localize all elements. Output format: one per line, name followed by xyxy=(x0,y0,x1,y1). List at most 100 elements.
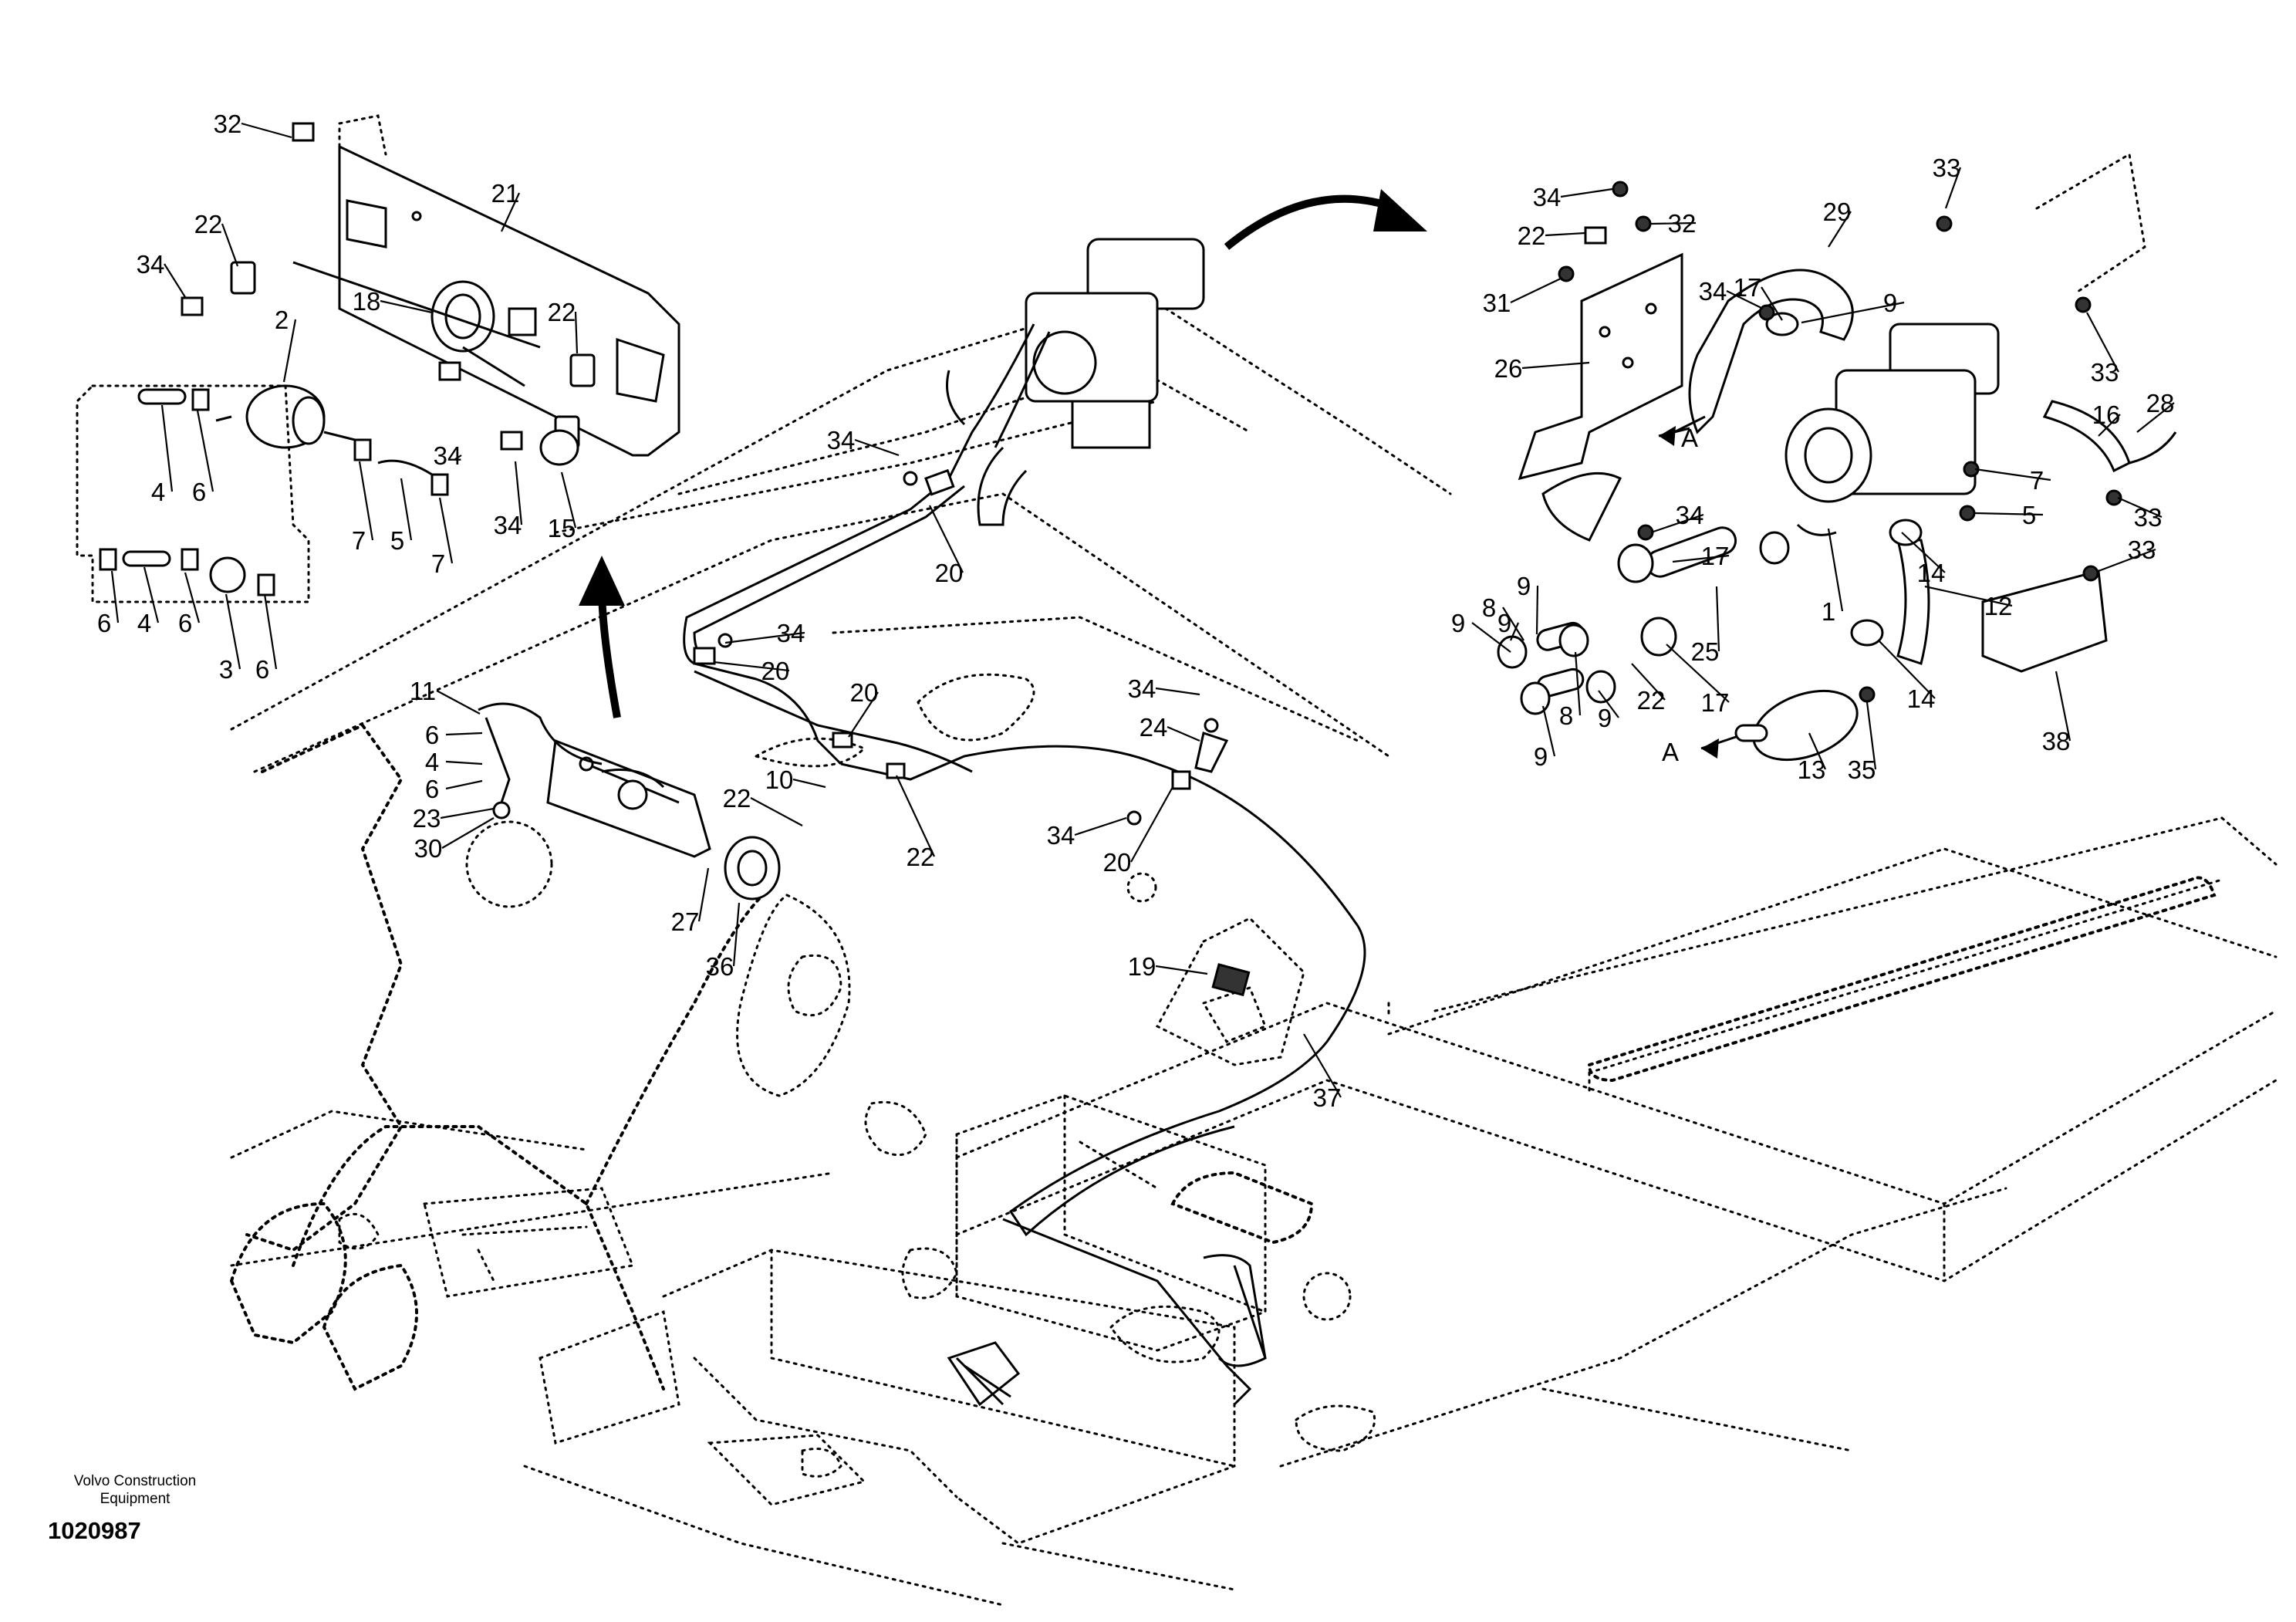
callout-number: 12 xyxy=(1984,592,2013,620)
control-panel-exploded xyxy=(76,114,680,603)
callout-leader-line xyxy=(896,775,935,857)
callout-leader-line xyxy=(732,902,741,967)
callout-leader-line xyxy=(1560,188,1613,198)
callout-leader-line xyxy=(1944,167,1962,209)
callout-number: 22 xyxy=(723,784,751,813)
callout-number: 33 xyxy=(2091,358,2119,387)
callout-number: 24 xyxy=(1140,713,1168,742)
callout-leader-line xyxy=(1666,644,1730,703)
callout-number: 20 xyxy=(761,657,790,685)
callout-leader-line xyxy=(282,319,297,383)
callout-number: 27 xyxy=(671,907,700,936)
callout-number: 34 xyxy=(1128,674,1156,703)
callout-number: 2 xyxy=(275,306,289,334)
callout-number: 6 xyxy=(178,609,192,637)
brand-line-1: Volvo Construction xyxy=(73,1473,197,1489)
callout-leader-line xyxy=(1471,622,1511,653)
callout-number: 11 xyxy=(410,677,436,705)
callout-number: 33 xyxy=(2134,503,2163,532)
callout-number: 8 xyxy=(1559,701,1573,730)
callout-number: 15 xyxy=(548,514,576,542)
callout-number: 14 xyxy=(1907,684,1936,713)
callout-number: 38 xyxy=(2042,727,2071,755)
callout-number: 9 xyxy=(1497,609,1511,637)
callout-number: 34 xyxy=(1047,821,1075,850)
callout-leader-line xyxy=(1631,663,1666,701)
callout-number: 6 xyxy=(255,655,269,684)
callout-leader-line xyxy=(1509,622,1520,641)
machine-frame xyxy=(229,292,2277,1607)
callout-leader-line xyxy=(2117,496,2163,519)
curved-arrow-up xyxy=(579,556,625,718)
callout-leader-line xyxy=(454,454,462,460)
heater-exploded xyxy=(1497,152,2177,762)
callout-leader-line xyxy=(713,661,790,672)
callout-number: 19 xyxy=(1128,952,1156,981)
callout-leader-line xyxy=(1303,1033,1342,1098)
callout-number: 9 xyxy=(1517,572,1531,600)
callout-leader-line xyxy=(2098,414,2121,437)
callout-number: 6 xyxy=(425,775,439,803)
callout-number: 9 xyxy=(1598,704,1612,732)
callout-leader-line xyxy=(1167,725,1200,742)
curved-arrow-right xyxy=(1224,189,1427,250)
callout-number: A xyxy=(1681,424,1698,452)
callout-number: 4 xyxy=(425,748,439,776)
callout-leader-line xyxy=(1541,705,1556,757)
callout-leader-line xyxy=(1155,965,1208,975)
callout-leader-line xyxy=(358,461,374,541)
callout-leader-line xyxy=(2098,548,2156,573)
brand-block: Volvo Construction Equipment xyxy=(46,1472,224,1508)
callout-number: 34 xyxy=(434,441,462,470)
callout-leader-line xyxy=(1761,286,1783,321)
callout-leader-line xyxy=(501,192,520,232)
callout-leader-line xyxy=(929,505,964,573)
callout-leader-line xyxy=(241,122,292,139)
callout-leader-line xyxy=(263,593,278,670)
callout-number: 25 xyxy=(1691,637,1720,666)
callout-leader-line xyxy=(436,690,481,715)
callout-leader-line xyxy=(445,732,483,736)
callout-number: 4 xyxy=(137,609,151,637)
callout-leader-line xyxy=(1535,585,1539,635)
callout-leader-line xyxy=(2136,402,2175,433)
callout-number: 34 xyxy=(827,426,856,454)
callout-number: 6 xyxy=(192,478,206,506)
callout-leader-line xyxy=(400,478,413,541)
callout-number: 9 xyxy=(1451,609,1465,637)
callout-number: 34 xyxy=(1533,183,1562,211)
callout-leader-line xyxy=(1715,586,1720,652)
callout-leader-line xyxy=(445,779,483,790)
callout-leader-line xyxy=(1672,554,1730,563)
heater-assembly-installed xyxy=(478,238,1366,1407)
callout-leaders xyxy=(110,122,2175,1098)
callout-leader-line xyxy=(792,778,826,789)
callout-number: 21 xyxy=(491,179,520,208)
callout-leader-line xyxy=(441,817,495,849)
callout-number: 1 xyxy=(1822,597,1835,626)
callout-number: 32 xyxy=(214,110,242,138)
callout-leader-line xyxy=(848,691,879,738)
callout-number: 16 xyxy=(2092,400,2121,429)
callout-leader-line xyxy=(697,867,710,922)
callout-leader-line xyxy=(750,797,803,826)
callout-number: 20 xyxy=(850,678,879,707)
callout-leader-line xyxy=(1155,687,1200,696)
callout-leader-line xyxy=(1974,512,2044,516)
callout-leader-line xyxy=(225,593,241,670)
callout-leader-line xyxy=(1801,301,1905,324)
callout-leader-line xyxy=(724,631,805,644)
callout-number: 35 xyxy=(1848,755,1876,784)
callout-number: 6 xyxy=(425,721,439,749)
callout-leader-line xyxy=(1545,231,1586,237)
callout-leader-line xyxy=(1574,651,1582,716)
callout-number: 20 xyxy=(1103,848,1132,877)
callout-leader-line xyxy=(1808,732,1827,770)
callout-number: 4 xyxy=(151,478,165,506)
callout-leader-line xyxy=(1510,277,1563,303)
callout-number: 28 xyxy=(2146,389,2175,417)
callout-number: 22 xyxy=(194,210,223,238)
callout-number: A xyxy=(1662,738,1679,766)
document-number: 1020987 xyxy=(48,1517,141,1544)
callout-leader-line xyxy=(164,263,186,298)
